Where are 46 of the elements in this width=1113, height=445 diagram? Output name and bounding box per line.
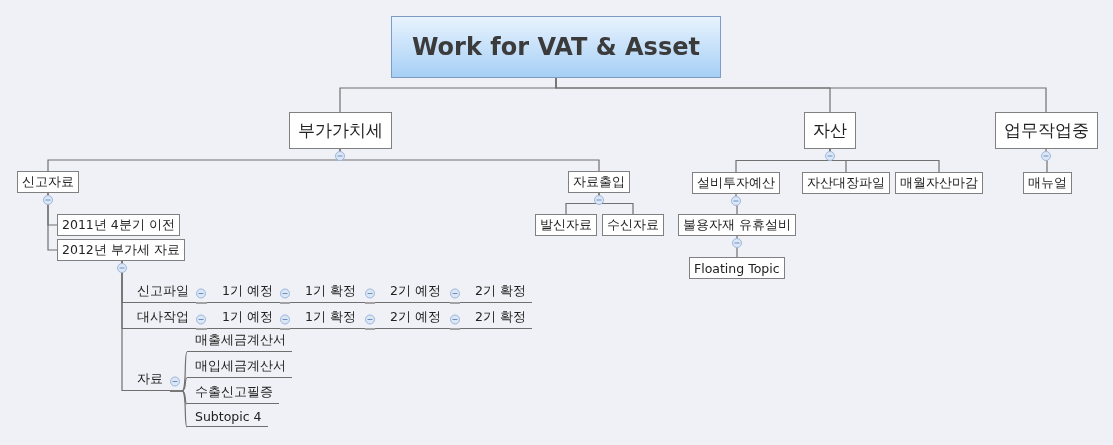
underlined-topic: 수출신고필증: [187, 383, 279, 404]
underlined-topic: 2기 확정: [460, 282, 532, 303]
underlined-topic: 1기 확정: [290, 282, 365, 303]
connector: [279, 302, 291, 304]
connector: [364, 302, 376, 304]
underlined-topic: 1기 예정: [207, 282, 280, 303]
connector: [339, 148, 600, 172]
subtopic-box: 설비투자예산: [692, 172, 780, 194]
underlined-topic: 매출세금계산서: [187, 331, 292, 352]
connector: [449, 328, 461, 330]
main-topic-box: 부가가치세: [288, 112, 392, 149]
subtopic-box: 2012년 부가세 자료: [57, 239, 185, 261]
subtopic-box: 수신자료: [602, 214, 664, 236]
underlined-topic: 대사작업: [122, 308, 196, 329]
underlined-topic: 2기 예정: [375, 282, 450, 303]
connector: [195, 302, 208, 304]
underlined-topic: Subtopic 4: [187, 406, 268, 427]
underlined-topic: 신고파일: [122, 282, 196, 303]
connector: [121, 260, 123, 392]
subtopic-box: 불용자재 유휴설비: [678, 214, 796, 236]
underlined-topic: 매입세금계산서: [187, 357, 292, 378]
underlined-topic: 1기 예정: [207, 308, 280, 329]
connector: [449, 302, 461, 304]
subtopic-box: 자료출입: [568, 171, 630, 193]
subtopic-box: 발신자료: [535, 214, 597, 236]
central-topic-box: Work for VAT & Asset: [391, 16, 721, 78]
underlined-topic: 자료: [122, 370, 170, 391]
underlined-topic: 1기 확정: [290, 308, 365, 329]
subtopic-box: 신고자료: [17, 171, 79, 193]
connector: [279, 328, 291, 330]
underlined-topic: 2기 예정: [375, 308, 450, 329]
subtopic-box: Floating Topic: [689, 257, 785, 279]
connector: [47, 192, 58, 251]
subtopic-box: 매뉴얼: [1022, 172, 1072, 194]
connector: [829, 148, 940, 173]
subtopic-box: 2011년 4분기 이전: [57, 214, 180, 236]
connector: [195, 328, 208, 330]
connector: [364, 328, 376, 330]
underlined-topic: 2기 확정: [460, 308, 532, 329]
connector: [555, 77, 1047, 113]
connector: [169, 390, 188, 428]
subtopic-box: 매월자산마감: [895, 172, 983, 194]
main-topic-box: 자산: [804, 112, 856, 149]
subtopic-box: 자산대장파일: [802, 172, 890, 194]
main-topic-box: 업무작업중: [994, 112, 1098, 149]
connector: [598, 192, 634, 215]
